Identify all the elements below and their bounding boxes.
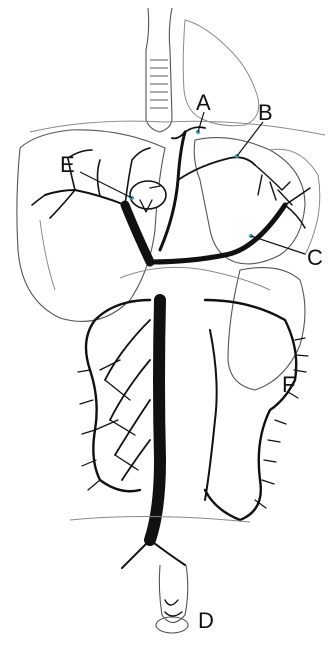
portal-vein (125, 205, 150, 262)
left-gastric-vein (160, 127, 255, 250)
pointer-line-E (80, 172, 132, 198)
colic-arcades-left (205, 300, 308, 520)
colic-arcades-right (78, 300, 150, 491)
pointer-line-A (198, 112, 204, 132)
gallbladder (130, 181, 166, 212)
stomach (194, 138, 320, 264)
label-F: F (282, 372, 295, 397)
label-D: D (198, 608, 214, 633)
label-A: A (196, 90, 211, 115)
label-B: B (258, 100, 273, 125)
label-E: E (60, 152, 75, 177)
pointer-line-C (251, 236, 305, 254)
heart-outline (183, 20, 259, 126)
pancreas (120, 267, 270, 290)
diaphragm-line (30, 121, 325, 135)
short-gastric-veins (255, 165, 292, 205)
liver (17, 130, 165, 322)
hepatic-branches (32, 148, 150, 218)
esophagus (146, 8, 172, 132)
rectal-veins (156, 565, 188, 633)
label-C: C (307, 245, 323, 270)
pointer-line-B (237, 122, 263, 156)
